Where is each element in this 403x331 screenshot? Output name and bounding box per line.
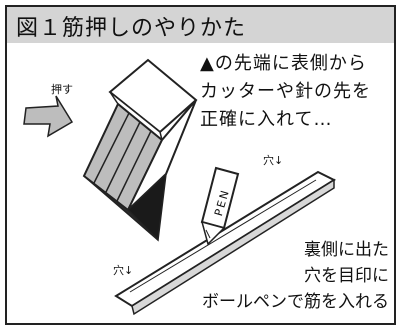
annotation-bottom-line: 穴を目印に xyxy=(304,266,389,286)
annotation-bottom: 裏側に出た 穴を目印に ボールペンで筋を入れる xyxy=(202,237,389,315)
annotation-top-line: カッターや針の先を xyxy=(200,81,371,102)
annotation-top-line: ▲の先端に表側から xyxy=(200,53,367,74)
push-arrow-icon xyxy=(23,95,74,138)
hole-label-right: 穴↓ xyxy=(263,154,284,167)
figure-title: 図１筋押しのやりかた xyxy=(16,16,247,41)
annotation-top: ▲の先端に表側から カッターや針の先を 正確に入れて… xyxy=(200,50,371,134)
hole-label-left: 穴↓ xyxy=(113,264,134,277)
title-bar xyxy=(5,5,396,43)
ruler-bar xyxy=(114,170,337,316)
folded-paper xyxy=(82,58,198,242)
pen-icon xyxy=(200,166,240,246)
annotation-bottom-line: ボールペンで筋を入れる xyxy=(202,292,389,312)
annotation-top-line: 正確に入れて… xyxy=(200,109,333,130)
annotation-bottom-line: 裏側に出た xyxy=(304,240,389,260)
push-label: 押す xyxy=(51,83,73,96)
